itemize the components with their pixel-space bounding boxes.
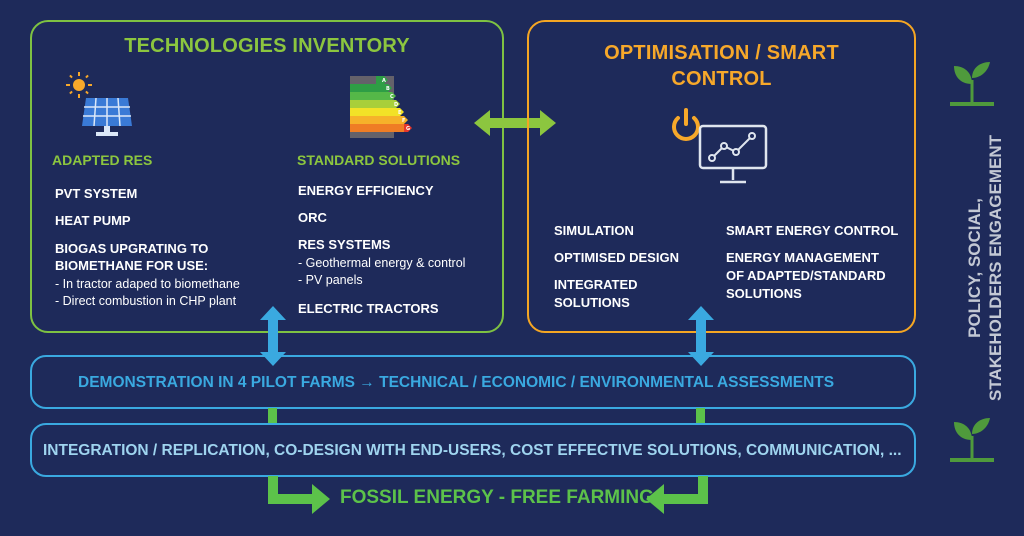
optimisation-smart-control-box bbox=[527, 20, 916, 333]
standard-solutions-heading: STANDARD SOLUTIONS bbox=[297, 152, 461, 168]
heat-pump-item: HEAT PUMP bbox=[55, 213, 131, 228]
res-systems-item: RES SYSTEMS bbox=[298, 237, 391, 252]
double-arrow-icon bbox=[474, 110, 556, 136]
bent-arrow-left-icon bbox=[268, 476, 330, 514]
energy-management-line2: OF ADAPTED/STANDARD bbox=[726, 268, 886, 283]
connector-left bbox=[268, 408, 277, 424]
svg-text:D: D bbox=[394, 102, 398, 108]
svg-text:F: F bbox=[402, 118, 405, 124]
sprout-icon-bottom bbox=[950, 418, 994, 462]
optimisation-title-line1: OPTIMISATION / SMART bbox=[604, 42, 839, 64]
technologies-inventory-box bbox=[30, 20, 504, 333]
bent-arrow-right-icon bbox=[646, 476, 708, 514]
optimisation-title-line2: CONTROL bbox=[671, 68, 772, 90]
pv-panels-subitem: - PV panels bbox=[298, 273, 363, 287]
biogas-subitem-tractor: - In tractor adaped to biomethane bbox=[55, 277, 240, 291]
fossil-free-farming-text: FOSSIL ENERGY - FREE FARMING bbox=[340, 487, 654, 508]
energy-efficiency-item: ENERGY EFFICIENCY bbox=[298, 183, 434, 198]
biogas-item-line2: BIOMETHANE FOR USE: bbox=[55, 258, 209, 273]
integration-bar bbox=[30, 423, 916, 477]
policy-line2: STAKEHOLDERS ENGAGEMENT bbox=[986, 134, 1005, 402]
svg-text:E: E bbox=[398, 110, 402, 116]
biogas-subitem-chp: - Direct combustion in CHP plant bbox=[55, 294, 237, 308]
vertical-double-arrow-right-icon bbox=[688, 306, 714, 366]
adapted-res-heading: ADAPTED RES bbox=[52, 152, 153, 168]
energy-management-line1: ENERGY MANAGEMENT bbox=[726, 250, 879, 265]
biogas-item-line1: BIOGAS UPGRATING TO bbox=[55, 241, 209, 256]
vertical-double-arrow-left-icon bbox=[260, 306, 286, 366]
smart-energy-control-item: SMART ENERGY CONTROL bbox=[726, 223, 899, 238]
svg-text:A: A bbox=[382, 78, 386, 84]
optimised-design-item: OPTIMISED DESIGN bbox=[554, 250, 679, 265]
demonstration-text: DEMONSTRATION IN 4 PILOT FARMS → TECHNIC… bbox=[78, 374, 835, 391]
svg-text:C: C bbox=[390, 94, 394, 100]
svg-text:B: B bbox=[386, 86, 390, 92]
integrated-solutions-line1: INTEGRATED bbox=[554, 277, 638, 292]
geothermal-subitem: - Geothermal energy & control bbox=[298, 256, 466, 270]
orc-item: ORC bbox=[298, 210, 327, 225]
integration-text: INTEGRATION / REPLICATION, CO-DESIGN WIT… bbox=[43, 442, 902, 459]
policy-line1: POLICY, SOCIAL, bbox=[965, 198, 984, 338]
energy-management-line3: SOLUTIONS bbox=[726, 286, 802, 301]
electric-tractors-item: ELECTRIC TRACTORS bbox=[298, 301, 439, 316]
solar-panel-icon bbox=[66, 72, 132, 136]
simulation-item: SIMULATION bbox=[554, 223, 634, 238]
smart-monitor-icon bbox=[672, 108, 768, 184]
svg-text:G: G bbox=[406, 126, 410, 132]
technologies-inventory-title: TECHNOLOGIES INVENTORY bbox=[124, 35, 410, 57]
sprout-icon-top bbox=[950, 62, 994, 106]
connector-right bbox=[696, 408, 705, 424]
demonstration-bar bbox=[30, 355, 916, 409]
integrated-solutions-line2: SOLUTIONS bbox=[554, 295, 630, 310]
pvt-system-item: PVT SYSTEM bbox=[55, 186, 138, 201]
